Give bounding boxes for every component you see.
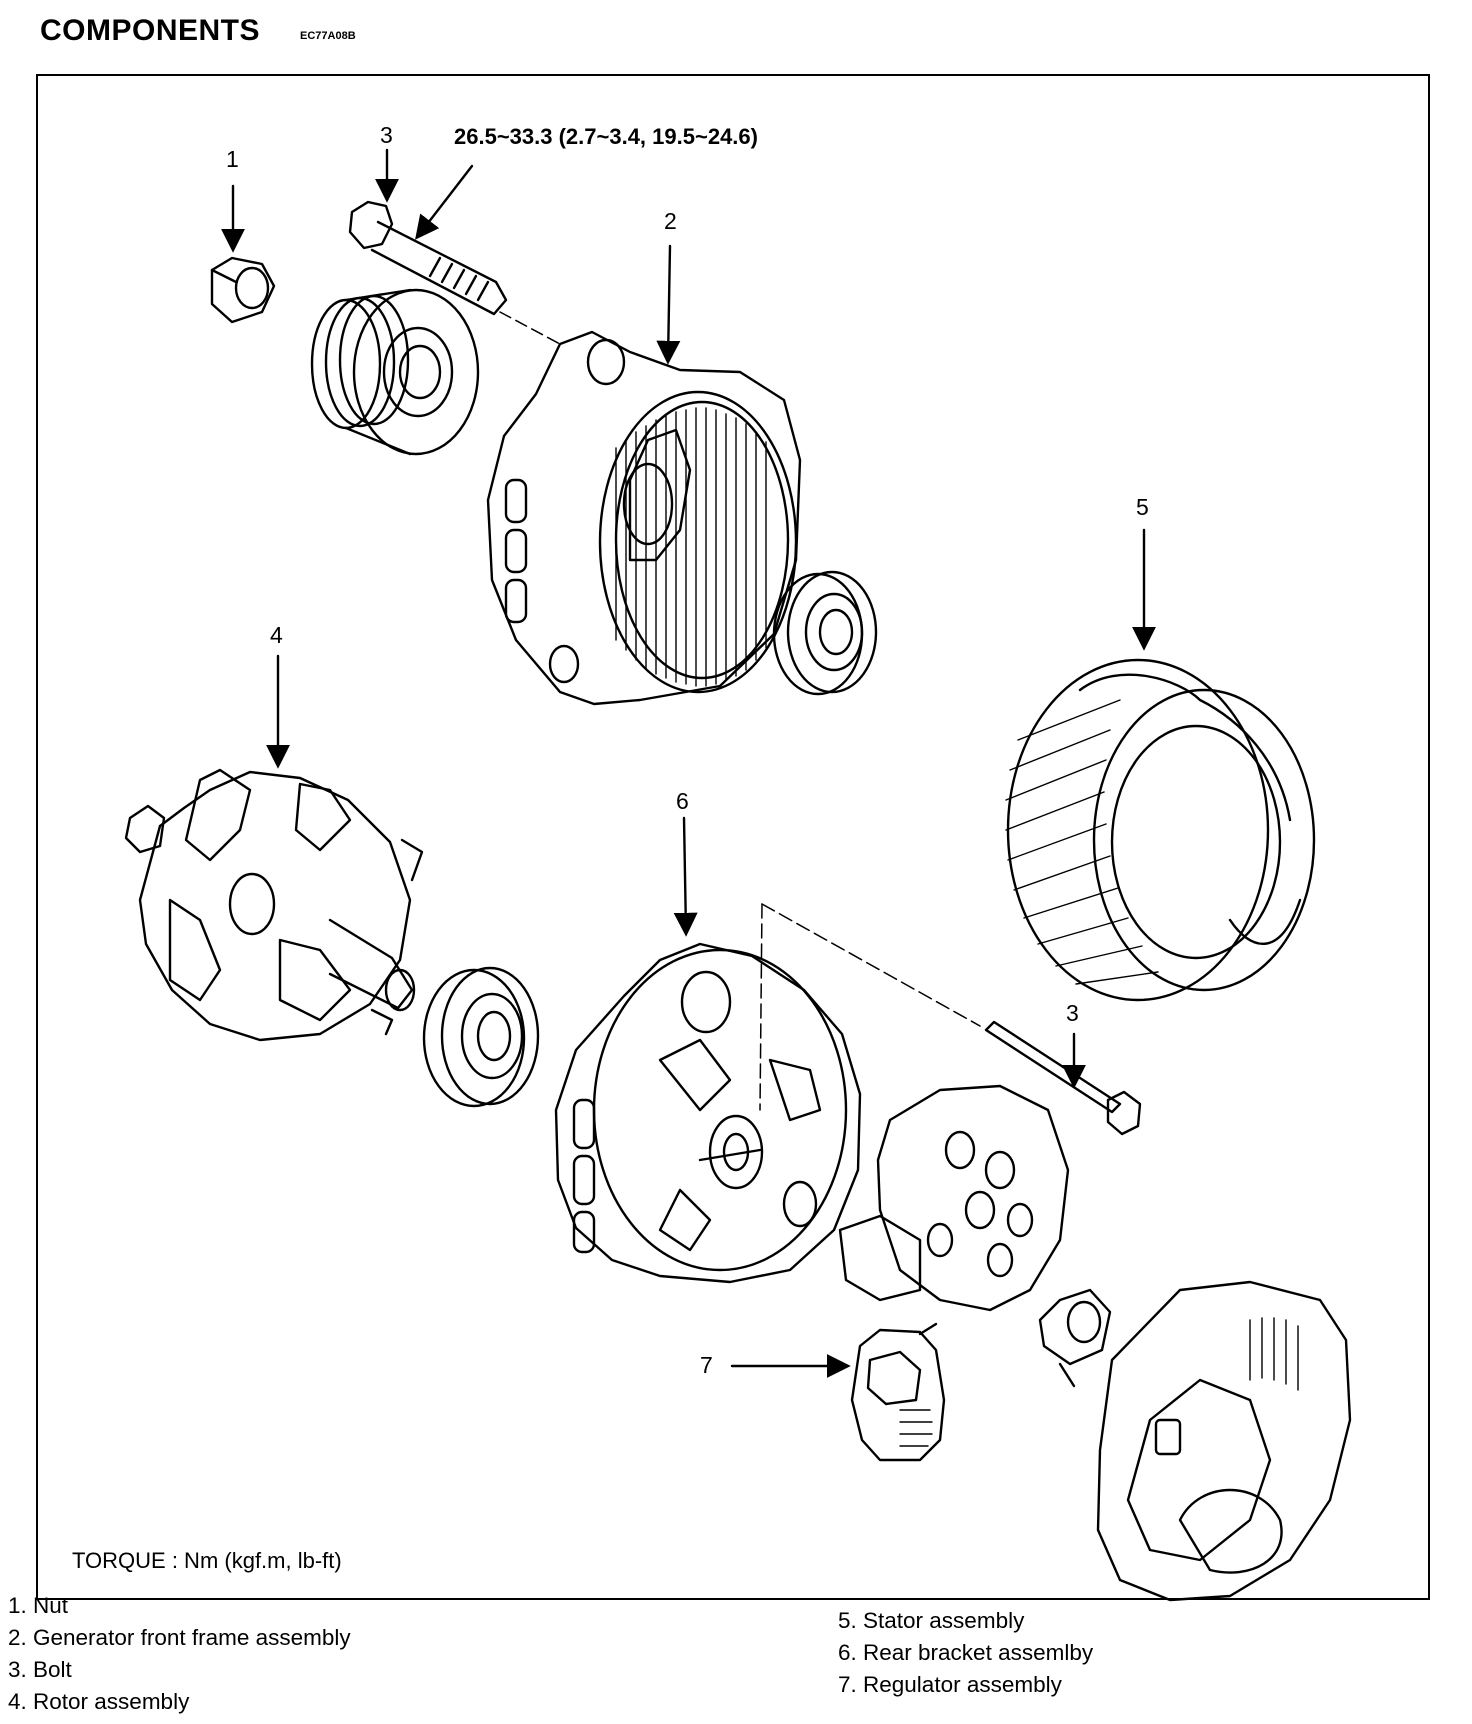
callout-1: 1 — [226, 146, 239, 172]
callout-4: 4 — [270, 622, 283, 648]
bolt-torque-spec: 26.5~33.3 (2.7~3.4, 19.5~24.6) — [454, 124, 758, 149]
diagram-frame — [36, 74, 1430, 1600]
rotor-part — [124, 768, 424, 1042]
callout-7: 7 — [700, 1352, 713, 1378]
legend-item: 6. Rear bracket assemlby — [838, 1640, 1094, 1665]
terminal-part — [1038, 1288, 1112, 1388]
legend-item: 1. Nut — [8, 1593, 69, 1618]
rear-bearing-part — [422, 966, 540, 1108]
callout-6: 6 — [676, 788, 689, 814]
rectifier-part — [838, 1084, 1070, 1312]
rear-cover-part — [1096, 1280, 1352, 1602]
legend-item: 7. Regulator assembly — [838, 1672, 1062, 1697]
legend-item: 4. Rotor assembly — [8, 1689, 190, 1714]
legend-item: 2. Generator front frame assembly — [8, 1625, 351, 1650]
callout-3-right: 3 — [1066, 1000, 1079, 1026]
parts-legend-right: 5. Stator assembly 6. Rear bracket assem… — [838, 1605, 1093, 1701]
callout-3-top: 3 — [380, 122, 393, 148]
nut-part — [210, 256, 276, 324]
pulley-part — [310, 288, 480, 456]
callout-5: 5 — [1136, 494, 1149, 520]
torque-units-note: TORQUE : Nm (kgf.m, lb-ft) — [72, 1548, 342, 1573]
page-title: COMPONENTS — [40, 14, 261, 47]
front-bearing-part — [772, 570, 878, 696]
front-frame-part — [486, 330, 802, 706]
callout-2: 2 — [664, 208, 677, 234]
bolt-part — [348, 200, 508, 316]
section-code: EC77A08B — [300, 30, 356, 42]
legend-item: 3. Bolt — [8, 1657, 72, 1682]
legend-item: 5. Stator assembly — [838, 1608, 1025, 1633]
stator-part — [1005, 658, 1316, 1002]
regulator-part — [850, 1322, 946, 1462]
rear-bracket-part — [554, 942, 862, 1284]
parts-legend-left: 1. Nut 2. Generator front frame assembly… — [8, 1590, 351, 1718]
through-bolt-part — [984, 1020, 1142, 1136]
